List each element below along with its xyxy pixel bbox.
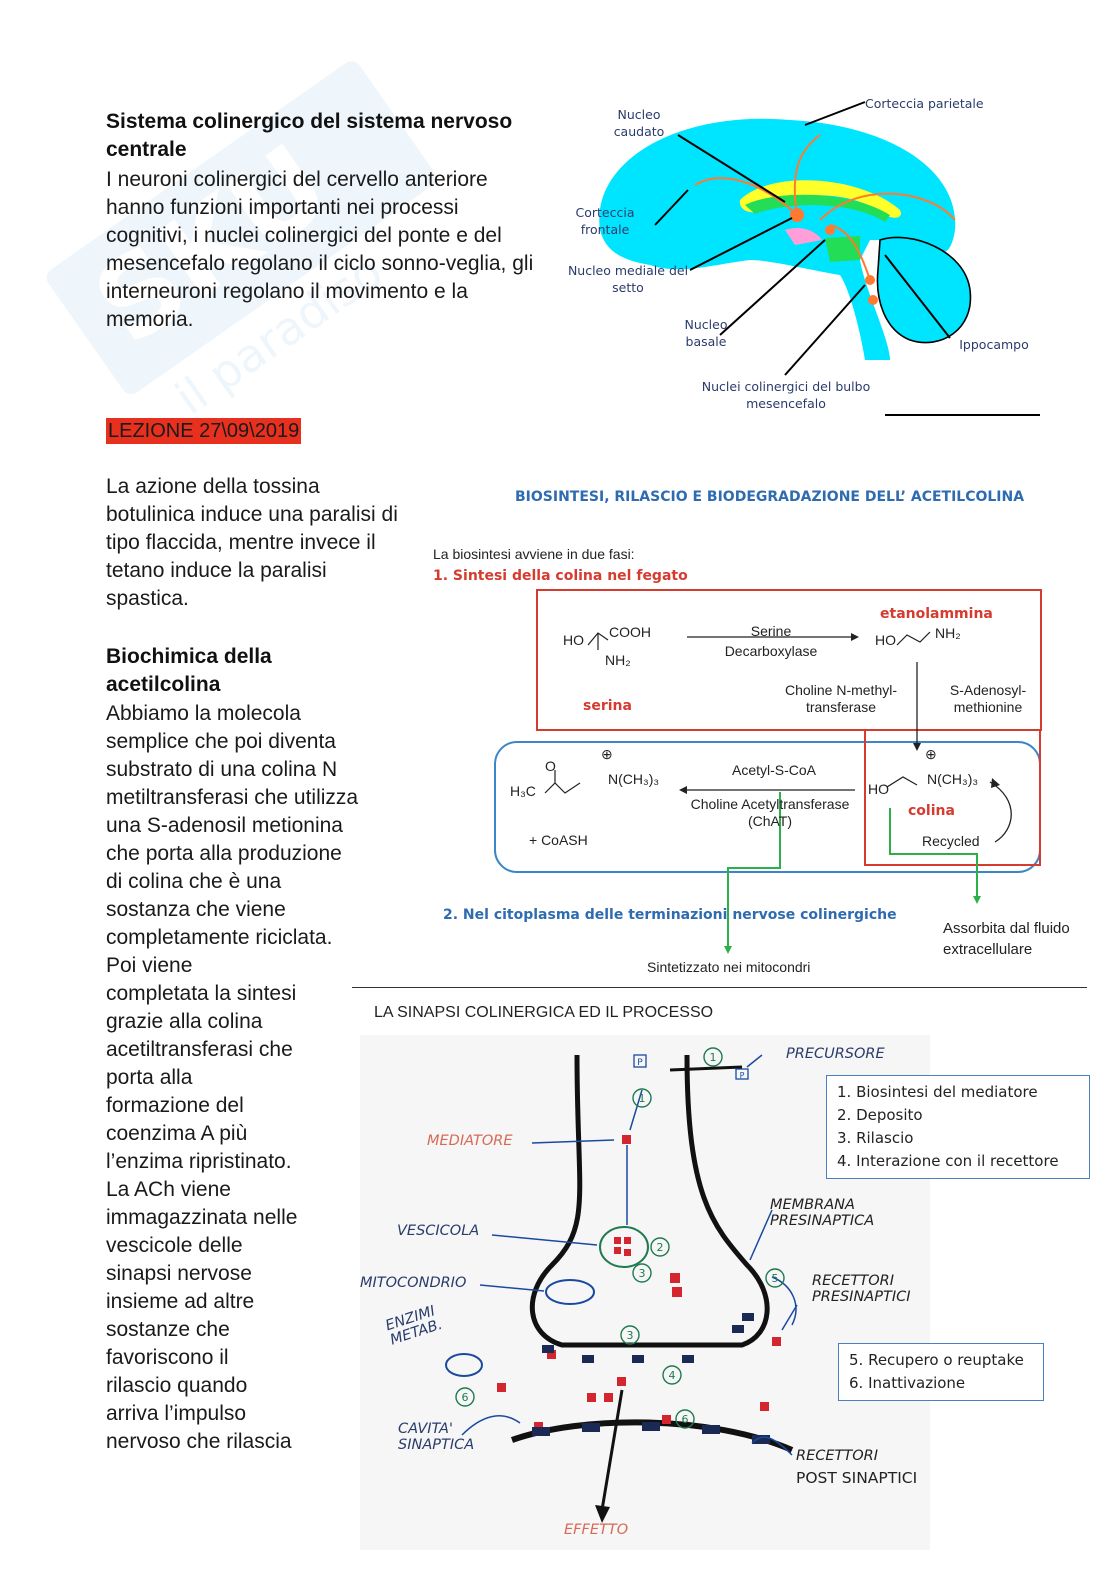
section2-line: di colina che è una — [106, 870, 282, 893]
brain-illustration — [599, 101, 1045, 416]
section2-line: una S-adenosil metionina — [106, 814, 343, 837]
section2-line: che porta alla produzione — [106, 842, 342, 865]
etanolammina-nh2: NH₂ — [935, 625, 961, 641]
serina-ho: HO — [563, 632, 584, 648]
label-mediatore: MEDIATORE — [427, 1133, 513, 1149]
synapse-diagram: LA SINAPSI COLINERGICA ED IL PROCESSO — [352, 995, 1092, 1555]
acetyl-coa-label: Acetyl-S-CoA — [732, 762, 817, 778]
svg-text:6: 6 — [462, 1391, 469, 1404]
biosynthesis-title: BIOSINTESI, RILASCIO E BIODEGRADAZIONE D… — [515, 489, 1025, 505]
colina-ho: HO — [868, 781, 889, 797]
section2-line: arriva l’impulso — [106, 1402, 247, 1425]
svg-text:3: 3 — [639, 1267, 646, 1280]
section2-line: sinapsi nervose — [106, 1262, 252, 1285]
biosynthesis-lines — [494, 589, 1042, 954]
cofactor-sam: S-Adenosyl-methionine — [949, 682, 1027, 715]
serina-label: serina — [583, 698, 632, 714]
svg-text:1: 1 — [639, 1092, 646, 1105]
ach-n: N(CH₃)₃ — [608, 771, 660, 787]
serina-cooh: COOH — [609, 624, 651, 640]
synapse-illustration: 1 1 2 3 3 4 5 6 6 P P — [360, 1035, 930, 1550]
section2-line: sostanza che viene — [106, 898, 286, 921]
plus-sign-colina: ⊕ — [925, 746, 937, 762]
lesson-date-tag: LEZIONE 27\09\2019 — [106, 418, 302, 444]
svg-text:1: 1 — [710, 1051, 717, 1064]
section2-line: vescicole delle — [106, 1234, 243, 1257]
phase2-label: 2. Nel citoplasma delle terminazioni ner… — [443, 907, 897, 923]
etanolammina-label: etanolammina — [880, 606, 993, 622]
section2-line: completata la sintesi — [106, 982, 297, 1005]
section2-line: La ACh viene — [106, 1178, 231, 1201]
label-vescicola: VESCICOLA — [397, 1223, 480, 1239]
section2-line: semplice che poi diventa — [106, 730, 336, 753]
label-ippocampo: Ippocampo — [959, 337, 1029, 352]
phase1-label: 1. Sintesi della colina nel fegato — [433, 568, 688, 584]
svg-text:3: 3 — [627, 1329, 634, 1342]
paragraph-botulinica: La azione della tossina botulinica induc… — [106, 475, 398, 610]
section2-line: favoriscono il — [106, 1346, 229, 1369]
section2-line: nervoso che rilascia — [106, 1430, 292, 1453]
serina-nh2: NH₂ — [605, 652, 631, 668]
section2-line: grazie alla colina — [106, 1010, 263, 1033]
svg-text:P: P — [637, 1058, 643, 1068]
label-effetto: EFFETTO — [564, 1522, 629, 1538]
plus-sign-ach: ⊕ — [601, 746, 613, 762]
section2-body: Abbiamo la molecola semplice che poi dive… — [106, 700, 406, 1456]
label-recettori-post: RECETTORI POST SINAPTICI — [796, 1448, 918, 1487]
synapse-title: LA SINAPSI COLINERGICA ED IL PROCESSO — [374, 1004, 714, 1021]
section-divider — [352, 987, 1087, 988]
section2-line: coenzima A più — [106, 1122, 248, 1145]
section2-line: rilascio quando — [106, 1374, 248, 1397]
section2-line: metiltransferasi che utilizza — [106, 786, 359, 809]
svg-text:5: 5 — [772, 1272, 779, 1285]
section2-line: acetiltransferasi che — [106, 1038, 293, 1061]
section2-line: insieme ad altre — [106, 1290, 255, 1313]
label-precursore: PRECURSORE — [786, 1046, 885, 1062]
section2-title: Biochimica della acetilcolina — [106, 645, 272, 696]
ach-o: O — [545, 758, 556, 774]
svg-text:4: 4 — [669, 1369, 676, 1382]
mitocondri-label: Sintetizzato nei mitocondri — [647, 959, 811, 975]
section2-line: immagazzinata nelle — [106, 1206, 298, 1229]
section1-title: Sistema colinergico del sistema nervoso … — [106, 110, 513, 161]
label-cavita: CAVITA'SINAPTICA — [398, 1421, 475, 1453]
section1-body: I neuroni colinergici del cervello anter… — [106, 168, 534, 331]
section2-line: Poi viene — [106, 954, 193, 977]
enzyme-chat: Choline Acetyltransferase(ChAT) — [690, 796, 850, 829]
colina-n: N(CH₃)₃ — [927, 771, 979, 787]
section2-line: Abbiamo la molecola — [106, 702, 301, 725]
ach-h3c: H₃C — [510, 783, 536, 799]
process-steps-box-2: 5. Recupero o reuptake 6. Inattivazione — [838, 1343, 1044, 1401]
svg-text:2: 2 — [657, 1241, 664, 1254]
enzyme-choline-methyltransferase: Choline N-methyl-transferase — [784, 682, 898, 715]
section2-line: porta alla — [106, 1066, 193, 1089]
coash-label: + CoASH — [529, 832, 588, 848]
label-mitocondrio: MITOCONDRIO — [360, 1275, 467, 1291]
section2-line: sostanze che — [106, 1318, 230, 1341]
svg-text:P: P — [740, 1071, 745, 1080]
section2-line: substrato di una colina N — [106, 758, 338, 781]
label-corteccia-parietale: Corteccia parietale — [865, 96, 984, 111]
process-steps-box-1: 1. Biosintesi del mediatore 2. Deposito … — [826, 1075, 1090, 1179]
etanolammina-ho: HO — [875, 632, 896, 648]
biosynthesis-diagram: BIOSINTESI, RILASCIO E BIODEGRADAZIONE D… — [425, 480, 1105, 980]
biosynthesis-intro: La biosintesi avviene in due fasi: — [433, 546, 635, 562]
colina-label: colina — [908, 803, 955, 819]
section2-line: formazione del — [106, 1094, 244, 1117]
section2-line: completamente riciclata. — [106, 926, 333, 949]
section2-line: l’enzima ripristinato. — [106, 1150, 292, 1173]
recycled-label: Recycled — [922, 833, 980, 849]
svg-text:6: 6 — [682, 1413, 689, 1426]
